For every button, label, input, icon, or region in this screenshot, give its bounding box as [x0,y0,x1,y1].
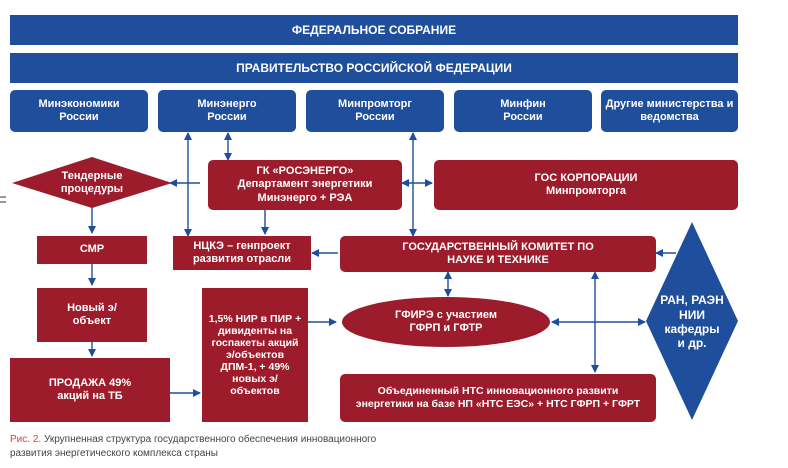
ministry-economy-box: Минэкономики России [10,90,148,132]
ministry-finance-box: Минфин России [454,90,592,132]
ministry-economy-label: Минэкономики России [38,97,120,123]
ministry-energy-label: Минэнерго России [197,97,257,123]
caption-text: Укрупненная структура государственного о… [10,434,377,459]
nts-label: Объединенный НТС инновационного развити … [355,385,641,410]
tender-diamond [12,157,172,208]
new-object-box: Новый э/объект [37,288,147,342]
ran-label: РАН, РАЭН НИИ кафедры и др. [660,293,724,351]
ministry-finance-label: Минфин России [500,97,546,123]
funding-label: 1,5% НИР в ПИР + дивиденты на госпакеты … [208,312,302,398]
tender-label: Тендерные процедуры [60,169,124,195]
gfire-box: ГФИРЭ с участием ГФРП и ГФТР [370,306,522,338]
ministry-industry-box: Минпромторг России [306,90,444,132]
ministry-industry-label: Минпромторг России [338,97,412,123]
gos-committee-label: ГОСУДАРСТВЕННЫЙ КОМИТЕТ ПО НАУКЕ И ТЕХНИ… [402,240,594,266]
gfire-ellipse [342,297,550,347]
gos-corp-label: ГОС КОРПОРАЦИИ Минпромторга [534,171,638,197]
ministry-other-box: Другие министерства и ведомства [601,90,738,132]
ministry-other-label: Другие министерства и ведомства [605,97,734,123]
ncke-label: НЦКЭ – генпроект развития отрасли [192,239,292,265]
gfire-label: ГФИРЭ с участием ГФРП и ГФТР [395,308,497,334]
new-object-label: Новый э/объект [67,301,117,327]
federal-assembly-label: ФЕДЕРАЛЬНОЕ СОБРАНИЕ [291,22,457,37]
sale-box: ПРОДАЖА 49% акций на ТБ [10,358,170,422]
government-label: ПРАВИТЕЛЬСТВО РОССИЙСКОЙ ФЕДЕРАЦИИ [236,60,512,75]
ministry-energy-box: Минэнерго России [158,90,296,132]
figure-caption: Рис. 2. Укрупненная структура государств… [10,433,390,460]
ran-box: РАН, РАЭН НИИ кафедры и др. [660,280,724,364]
ncke-box: НЦКЭ – генпроект развития отрасли [173,236,311,270]
smr-label: СМР [79,243,105,256]
rosenergo-box: ГК «РОСЭНЕРГО» Департамент энергетики Ми… [208,160,402,210]
gos-committee-box: ГОСУДАРСТВЕННЫЙ КОМИТЕТ ПО НАУКЕ И ТЕХНИ… [340,236,656,272]
gos-corp-box: ГОС КОРПОРАЦИИ Минпромторга [434,160,738,210]
federal-assembly-box: ФЕДЕРАЛЬНОЕ СОБРАНИЕ [10,15,738,45]
caption-figure-number: Рис. 2. [10,434,42,445]
smr-box: СМР [37,236,147,264]
rosenergo-label: ГК «РОСЭНЕРГО» Департамент энергетики Ми… [237,165,373,204]
government-box: ПРАВИТЕЛЬСТВО РОССИЙСКОЙ ФЕДЕРАЦИИ [10,53,738,83]
ran-diamond [646,222,738,420]
sale-label: ПРОДАЖА 49% акций на ТБ [48,376,132,402]
funding-box: 1,5% НИР в ПИР + дивиденты на госпакеты … [202,288,308,422]
tender-box: Тендерные процедуры [32,168,152,198]
nts-box: Объединенный НТС инновационного развити … [340,374,656,422]
